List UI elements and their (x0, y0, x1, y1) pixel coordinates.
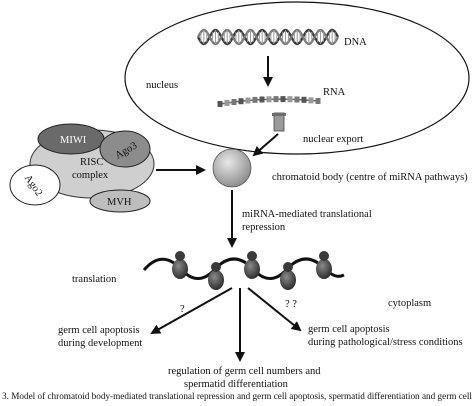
regulation-line1: regulation of germ cell numbers and (168, 366, 321, 377)
translation-label: translation (72, 274, 117, 285)
chromatoid-body (212, 148, 252, 188)
rna-nucleotide (217, 101, 223, 107)
nucleus-ellipse (124, 1, 470, 155)
ago3-protein (99, 130, 151, 168)
ribosome-small-subunit (283, 262, 293, 272)
risc-label: RISC (80, 157, 103, 168)
rna-nucleotide (294, 96, 300, 103)
rna-nucleotide (266, 96, 272, 103)
rna-nucleotide (315, 98, 321, 104)
question-mark-double: ? ? (285, 299, 297, 310)
mirna-repression-label-line2: repression (242, 222, 286, 233)
mirna-repression-label-line1: miRNA-mediated translational (242, 209, 372, 220)
apoptosis-development-line1: germ cell apoptosis (58, 325, 140, 336)
regulation-line2: spermatid differentiation (184, 379, 289, 390)
rna-nucleotide (308, 97, 314, 104)
ribosome-small-subunit (175, 251, 185, 261)
dna-helix (196, 28, 340, 46)
rna-nucleotide (238, 98, 244, 105)
arrow-to-apoptosis-pathological (247, 287, 302, 332)
ribosome-large-subunit (280, 270, 296, 290)
rna-strand (217, 96, 321, 107)
ribosome-small-subunit (211, 262, 221, 272)
mvh-label: MVH (107, 197, 132, 208)
apoptosis-pathological-line1: germ cell apoptosis (308, 324, 390, 335)
ago2-protein (9, 164, 61, 206)
rna-nucleotide (231, 99, 237, 105)
ribosome-large-subunit (244, 259, 260, 279)
ribosome-large-subunit (208, 270, 224, 290)
risc-complex (9, 123, 155, 213)
rna-nucleotide (224, 99, 230, 106)
question-mark-single: ? (180, 304, 185, 315)
nuclear-pore-icon (272, 112, 286, 132)
ribosome-small-subunit (247, 251, 257, 261)
rna-nucleotide (252, 96, 258, 103)
ribosome-group (172, 251, 332, 290)
chromatoid-body-label: chromatoid body (centre of miRNA pathway… (272, 172, 468, 183)
ribosome-small-subunit (319, 251, 329, 261)
rna-nucleotide (245, 97, 251, 104)
cytoplasm-label: cytoplasm (388, 298, 431, 309)
rna-nucleotide (287, 96, 293, 103)
nuclear-export-label: nuclear export (303, 134, 363, 145)
rna-label: RNA (323, 87, 346, 98)
figure-caption: 3. Model of chromatoid body-mediated tra… (2, 391, 472, 401)
apoptosis-pathological-line2: during pathological/stress conditions (308, 337, 463, 348)
ribosome-large-subunit (172, 259, 188, 279)
rna-nucleotide (280, 96, 286, 103)
nucleus-label: nucleus (146, 80, 178, 91)
risc-complex-label: complex (72, 170, 109, 181)
dna-label: DNA (344, 37, 367, 48)
arrow-to-apoptosis-development (150, 287, 233, 334)
rna-nucleotide (273, 96, 279, 103)
mvh-protein (89, 189, 151, 213)
ribosome-large-subunit (316, 259, 332, 279)
apoptosis-development-line2: during development (58, 338, 142, 349)
miwi-label: MIWI (60, 135, 87, 146)
rna-nucleotide (301, 96, 307, 103)
arrow-export-to-chromatoid (252, 133, 279, 157)
rna-nucleotide (259, 96, 265, 103)
